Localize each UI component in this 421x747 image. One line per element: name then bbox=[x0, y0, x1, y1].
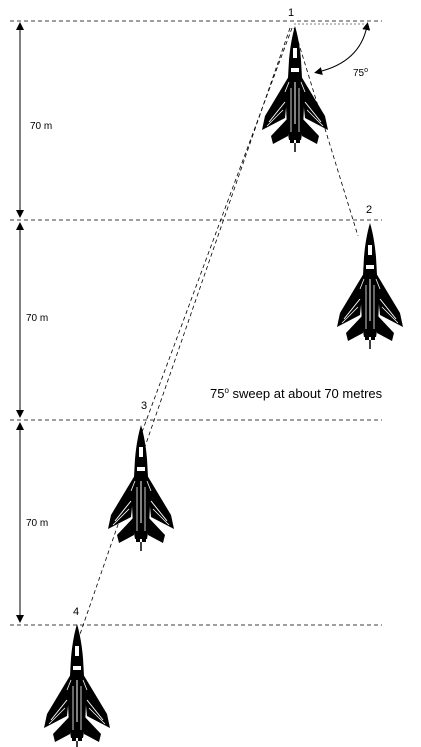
sweep-caption: 75o sweep at about 70 metres bbox=[210, 386, 383, 401]
path-1-to-3 bbox=[141, 27, 293, 433]
aircraft-2 bbox=[336, 222, 404, 350]
distance-label-3: 70 m bbox=[26, 518, 48, 529]
distance-label-2: 70 m bbox=[26, 313, 48, 324]
path-1-to-2 bbox=[293, 27, 359, 237]
sweep-angle-arc bbox=[314, 22, 371, 75]
aircraft-1 bbox=[261, 25, 329, 153]
distance-label-1: 70 m bbox=[30, 121, 52, 132]
position-number-4: 4 bbox=[73, 606, 79, 618]
aircraft-3 bbox=[107, 424, 175, 552]
path-1-to-4 bbox=[77, 27, 291, 641]
position-number-3: 3 bbox=[141, 400, 147, 412]
sweep-angle-label: 75o bbox=[353, 67, 368, 79]
aircraft-4 bbox=[43, 623, 111, 747]
position-number-1: 1 bbox=[288, 7, 294, 19]
position-number-2: 2 bbox=[366, 204, 372, 216]
